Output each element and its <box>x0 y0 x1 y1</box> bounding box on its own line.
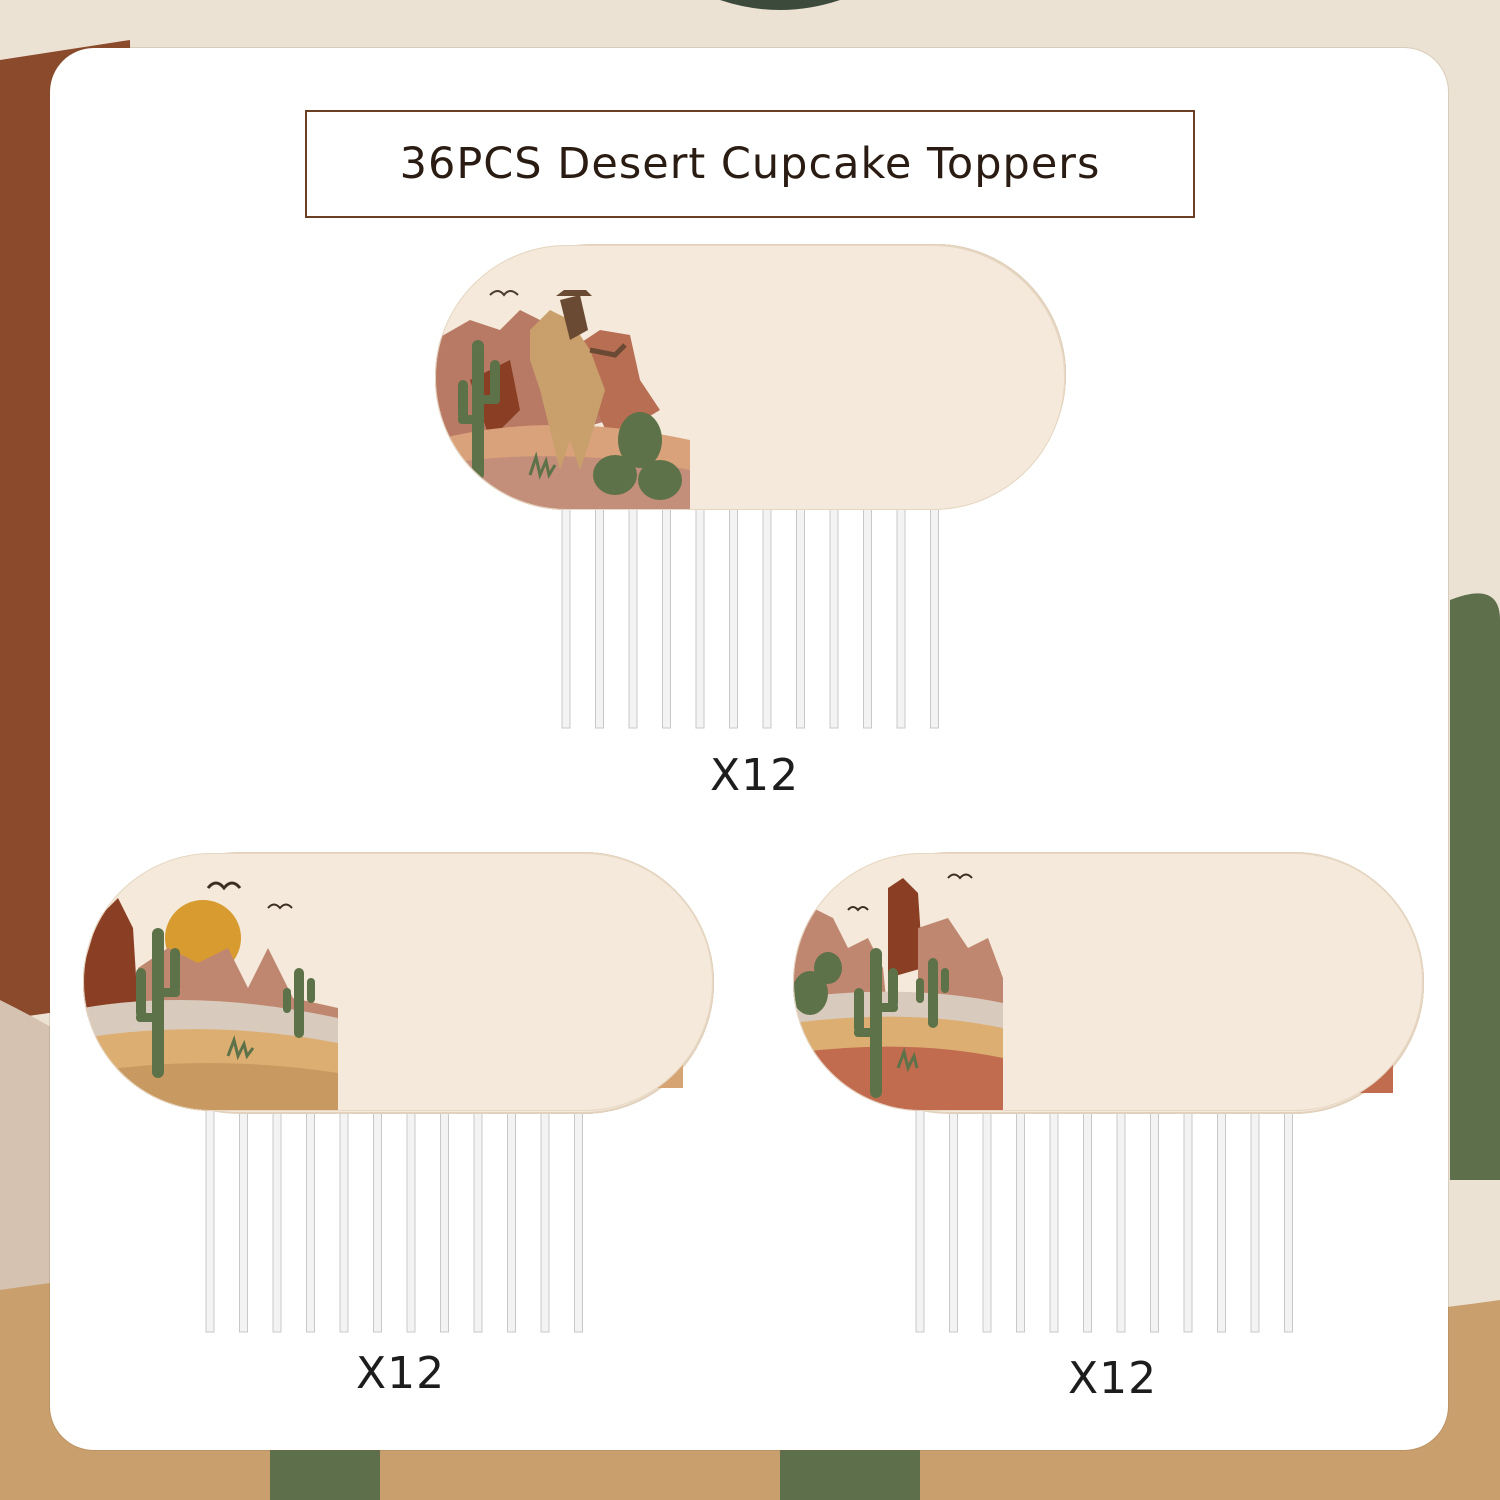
front-topper-cowboy <box>435 245 1065 510</box>
topper-stick <box>1217 1109 1226 1333</box>
topper-stick <box>406 1109 416 1333</box>
sun-toppers-illustration <box>83 852 714 1333</box>
topper-stick <box>272 1109 282 1333</box>
topper-stick <box>540 1109 550 1333</box>
topper-stick <box>695 501 705 729</box>
topper-stick <box>863 501 872 729</box>
topper-group-sun: X12 <box>78 848 718 1399</box>
topper-stick <box>473 1109 483 1333</box>
topper-sticks <box>205 1109 583 1333</box>
topper-stick <box>1049 1109 1059 1333</box>
topper-stick <box>205 1109 215 1333</box>
topper-stick <box>1150 1109 1159 1333</box>
topper-stick <box>662 501 671 729</box>
topper-stick <box>796 501 805 729</box>
topper-stick <box>561 501 571 729</box>
topper-group-cowboy: X12 <box>430 240 1070 801</box>
topper-group-cactus: X12 <box>788 848 1428 1404</box>
topper-stick <box>982 1109 992 1333</box>
topper-stick <box>628 501 638 729</box>
topper-stick <box>1183 1109 1193 1333</box>
topper-stick <box>762 501 772 729</box>
topper-stick <box>1116 1109 1126 1333</box>
product-title: 36PCS Desert Cupcake Toppers <box>399 139 1101 189</box>
topper-stick <box>829 501 839 729</box>
topper-stick <box>440 1109 449 1333</box>
cactus-toppers-illustration <box>793 852 1424 1333</box>
topper-stick <box>729 501 738 729</box>
cowboy-toppers-illustration <box>435 244 1066 729</box>
topper-stick <box>306 1109 315 1333</box>
topper-stick <box>373 1109 382 1333</box>
topper-stick <box>574 1109 583 1333</box>
topper-stick <box>595 501 604 729</box>
topper-stick <box>1016 1109 1025 1333</box>
title-box: 36PCS Desert Cupcake Toppers <box>305 110 1195 218</box>
topper-stick <box>930 501 939 729</box>
topper-sticks <box>561 501 939 729</box>
topper-stick <box>949 1109 958 1333</box>
quantity-label-cowboy: X12 <box>710 750 800 801</box>
topper-stick <box>1083 1109 1092 1333</box>
topper-stick <box>239 1109 248 1333</box>
topper-stick <box>896 501 906 729</box>
topper-stick <box>1250 1109 1260 1333</box>
quantity-label-sun: X12 <box>356 1348 446 1399</box>
topper-stick <box>1284 1109 1293 1333</box>
front-topper-cactus <box>793 853 1423 1111</box>
quantity-label-cactus: X12 <box>1068 1353 1158 1404</box>
front-topper-sun <box>83 853 713 1111</box>
topper-stick <box>339 1109 349 1333</box>
topper-sticks <box>915 1109 1293 1333</box>
topper-stick <box>507 1109 516 1333</box>
topper-stick <box>915 1109 925 1333</box>
